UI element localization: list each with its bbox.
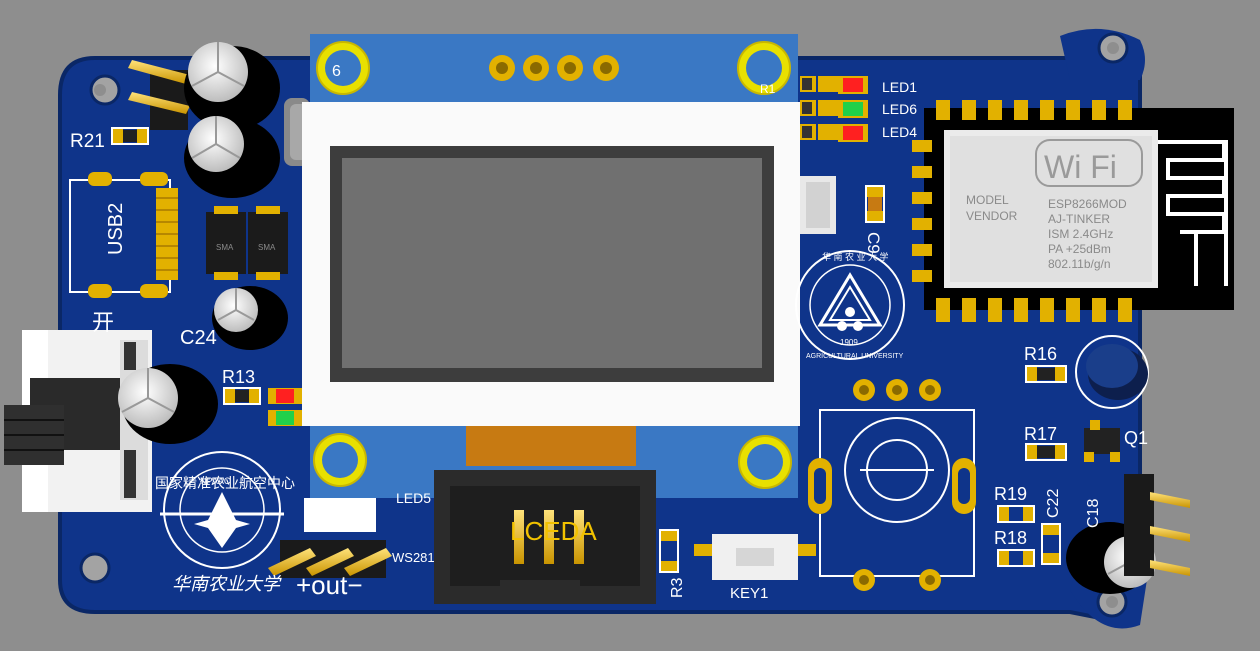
npaac-abbr: NPAAC bbox=[200, 476, 231, 486]
oled-module: 6 R1 bbox=[302, 34, 800, 498]
led4-label: LED4 bbox=[882, 124, 917, 140]
npaac-bottom: 华南农业大学 bbox=[172, 574, 282, 594]
r13-label: R13 bbox=[222, 367, 255, 387]
c24-label: C24 bbox=[180, 327, 217, 349]
led5-label: LED5 bbox=[396, 490, 431, 506]
npaac-logo: 国家精准农业航空中心 NPAAC 华南农业大学 bbox=[155, 451, 295, 594]
pin-header-top bbox=[128, 60, 190, 130]
sma-ic-2: SMA bbox=[248, 206, 288, 280]
led-green-left bbox=[268, 410, 302, 426]
led-red-left bbox=[268, 388, 302, 404]
svg-text:SMA: SMA bbox=[216, 243, 234, 252]
q1-label: Q1 bbox=[1124, 428, 1148, 448]
uni-year: 1909 bbox=[840, 338, 858, 347]
university-logo: 华 南 农 业 大 学 1909 AGRICULTURAL UNIVERSITY bbox=[795, 250, 905, 360]
resistor-r16: R16 bbox=[1024, 344, 1067, 383]
capacitor-c24: C24 bbox=[118, 327, 218, 444]
c18-label: C18 bbox=[1085, 499, 1102, 528]
switch-label: 开 bbox=[92, 310, 114, 335]
svg-text:SMA: SMA bbox=[258, 243, 276, 252]
wifi-line-2: AJ-TINKER bbox=[1048, 212, 1110, 226]
resistor-r13: R13 bbox=[222, 367, 261, 405]
pin-header-right bbox=[1124, 474, 1190, 576]
r21-label: R21 bbox=[70, 131, 105, 152]
c22-label: C22 bbox=[1045, 489, 1062, 518]
c6-label: 6 bbox=[332, 63, 341, 80]
r1x-label: R1 bbox=[760, 82, 776, 96]
key1-button: KEY1 bbox=[694, 534, 816, 602]
usb2-label: USB2 bbox=[105, 203, 127, 255]
led6-label: LED6 bbox=[882, 101, 917, 117]
uni-ring-text: AGRICULTURAL UNIVERSITY bbox=[806, 353, 904, 360]
npaac-ring-top: 国家精准农业航空中心 bbox=[155, 475, 295, 491]
wifi-line-4: PA +25dBm bbox=[1048, 242, 1111, 256]
wifi-line-3: ISM 2.4GHz bbox=[1048, 227, 1113, 241]
out-label: +out− bbox=[296, 570, 363, 600]
oled-pins bbox=[489, 55, 619, 81]
resistor-r17: R17 bbox=[1024, 424, 1067, 461]
wifi-line-1: ESP8266MOD bbox=[1048, 197, 1127, 211]
uni-top-text: 华 南 农 业 大 学 bbox=[822, 251, 889, 262]
capacitor-c9: C9 bbox=[864, 185, 885, 254]
lceda-label: LCEDA bbox=[510, 516, 597, 546]
wifi-antenna bbox=[1158, 140, 1228, 286]
capacitor-top-1 bbox=[184, 42, 280, 130]
small-white-part bbox=[800, 176, 836, 234]
esp-pads bbox=[912, 100, 1132, 322]
usb2-connector: USB2 bbox=[69, 172, 178, 298]
capacitor-mid bbox=[212, 286, 288, 350]
led5-ws281: LED5 WS281 +out− bbox=[268, 490, 435, 600]
r16-label: R16 bbox=[1024, 344, 1057, 364]
buzzer bbox=[1075, 335, 1149, 409]
resistor-r19: R19 bbox=[994, 484, 1035, 523]
wifi-logo-text: Wi Fi bbox=[1044, 149, 1117, 185]
esp8266-module: Wi Fi MODEL VENDOR ESP8266MOD AJ-TINKER … bbox=[912, 100, 1234, 322]
rotary-encoder bbox=[808, 379, 976, 591]
r18-label: R18 bbox=[994, 528, 1027, 548]
resistor-r3: R3 bbox=[659, 529, 686, 598]
sma-ic-1: SMA bbox=[206, 206, 246, 280]
r17-label: R17 bbox=[1024, 424, 1057, 444]
wifi-vendor: VENDOR bbox=[966, 209, 1018, 223]
resistor-r21: R21 bbox=[70, 127, 149, 152]
resistor-r18: R18 bbox=[994, 528, 1035, 567]
c9-label: C9 bbox=[864, 232, 883, 254]
led-column: LED1 LED6 LED4 bbox=[800, 76, 917, 142]
key1-label: KEY1 bbox=[730, 585, 768, 602]
lceda-connector: LCEDA bbox=[434, 470, 656, 604]
r3-label: R3 bbox=[669, 577, 686, 598]
wifi-line-5: 802.11b/g/n bbox=[1048, 257, 1111, 271]
capacitor-top-2 bbox=[184, 116, 280, 198]
r19-label: R19 bbox=[994, 484, 1027, 504]
led1-label: LED1 bbox=[882, 79, 917, 95]
transistor-q1: Q1 bbox=[1084, 420, 1148, 462]
ws281-label: WS281 bbox=[392, 550, 435, 565]
capacitor-c22: C22 bbox=[1041, 489, 1062, 565]
wifi-model: MODEL bbox=[966, 193, 1009, 207]
